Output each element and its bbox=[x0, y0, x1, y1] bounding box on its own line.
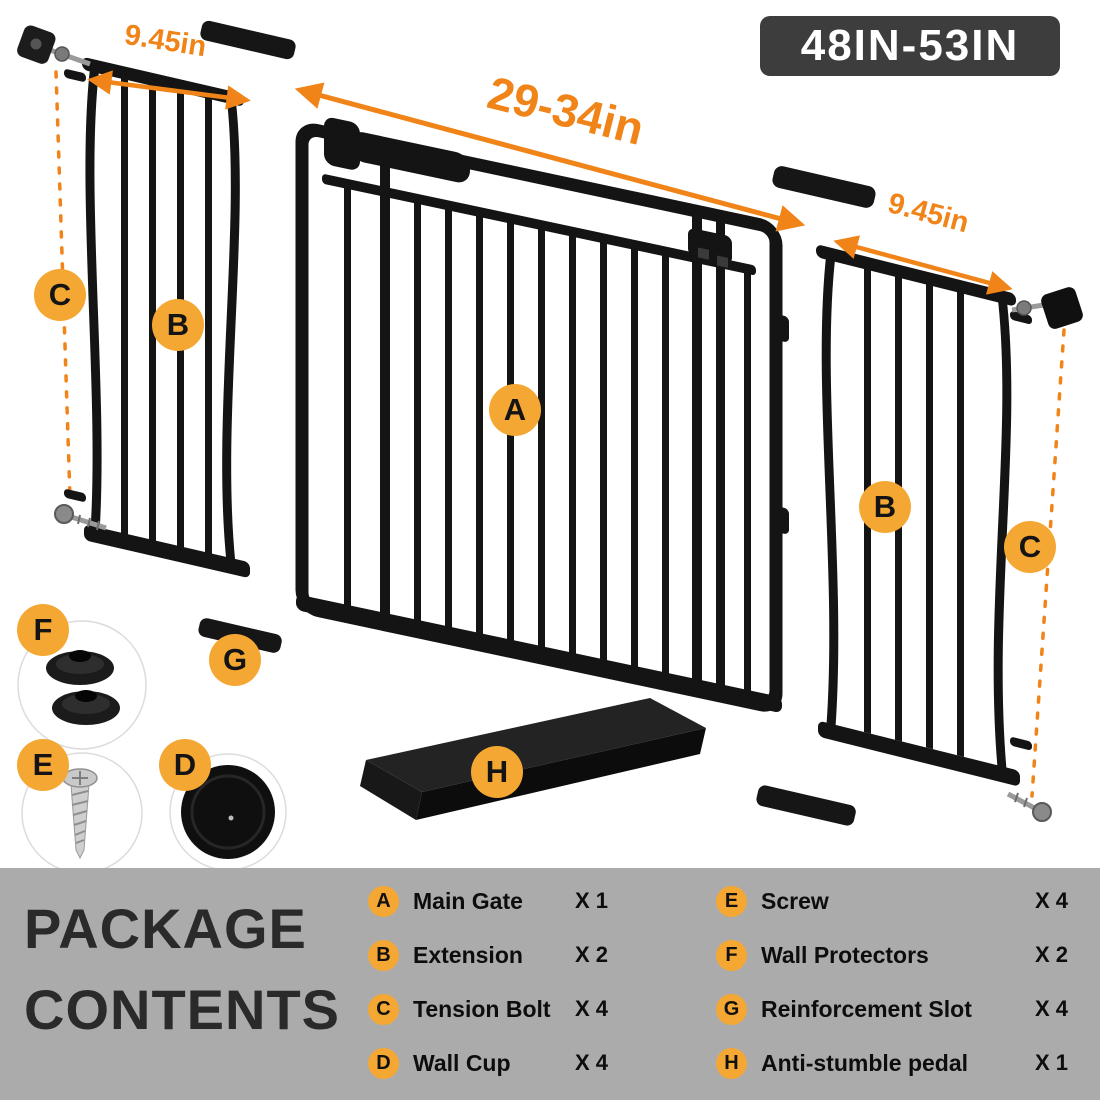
list-item: H Anti-stumble pedal X 1 bbox=[716, 1036, 1068, 1090]
item-name: Reinforcement Slot bbox=[761, 995, 972, 1022]
anti-stumble-pedal-illustration bbox=[360, 698, 706, 820]
reinforcement-slot-bar bbox=[772, 166, 876, 208]
gate-diagram: 9.45in 29-34in 9.45in bbox=[17, 19, 1083, 870]
item-quantity: X 4 bbox=[1034, 996, 1068, 1021]
item-name: Wall Cup bbox=[413, 1049, 511, 1076]
size-range-badge: 48IN-53IN bbox=[760, 16, 1060, 76]
item-quantity: X 2 bbox=[1034, 942, 1068, 967]
gate-latch-illustration bbox=[688, 228, 732, 268]
item-quantity: X 4 bbox=[574, 1050, 608, 1075]
item-name: Wall Protectors bbox=[761, 941, 929, 968]
dimension-left-text: 9.45in bbox=[122, 19, 208, 63]
part-label-tension-bolt-left: C bbox=[34, 269, 86, 321]
part-label-tension-bolt-right: C bbox=[1004, 521, 1056, 573]
part-label-main-gate: A bbox=[489, 384, 541, 436]
part-label-reinforcement-slot: G bbox=[209, 634, 261, 686]
part-label-wall-cup: D bbox=[159, 739, 211, 791]
list-item: D Wall Cup X 4 bbox=[368, 1036, 608, 1090]
part-label-extension-left: B bbox=[152, 299, 204, 351]
item-letter-badge: E bbox=[716, 885, 747, 917]
list-item: G Reinforcement Slot X 4 bbox=[716, 982, 1068, 1036]
item-name: Extension bbox=[413, 941, 523, 968]
list-item: A Main Gate X 1 bbox=[368, 874, 608, 928]
list-item: B Extension X 2 bbox=[368, 928, 608, 982]
part-label-wall-protectors: F bbox=[17, 604, 69, 656]
package-contents-title: PACKAGE CONTENTS bbox=[24, 888, 340, 1050]
list-item: E Screw X 4 bbox=[716, 874, 1068, 928]
package-items-column-2: E Screw X 4 F Wall Protectors X 2 G Rein… bbox=[716, 874, 1068, 1090]
package-title-line1: PACKAGE bbox=[24, 897, 307, 960]
part-label-pedal: H bbox=[471, 746, 523, 798]
item-name: Screw bbox=[761, 887, 829, 914]
reinforcement-slot-bar bbox=[756, 785, 856, 826]
list-item: C Tension Bolt X 4 bbox=[368, 982, 608, 1036]
part-label-extension-right: B bbox=[859, 481, 911, 533]
item-letter-badge: H bbox=[716, 1047, 747, 1079]
list-item: F Wall Protectors X 2 bbox=[716, 928, 1068, 982]
item-quantity: X 2 bbox=[574, 942, 608, 967]
tension-bolt-top-right bbox=[1011, 287, 1083, 329]
reinforcement-slot-bar bbox=[200, 20, 296, 60]
package-items-column-1: A Main Gate X 1 B Extension X 2 C Tensio… bbox=[368, 874, 608, 1090]
item-quantity: X 1 bbox=[1034, 1050, 1068, 1075]
item-letter-badge: C bbox=[368, 993, 399, 1025]
dashed-guide-right bbox=[1030, 328, 1066, 798]
item-quantity: X 1 bbox=[574, 888, 608, 913]
item-letter-badge: G bbox=[716, 993, 747, 1025]
right-extension-illustration bbox=[816, 245, 1032, 786]
tension-bolt-bottom-right bbox=[1006, 791, 1052, 822]
dimension-main-text: 29-34in bbox=[483, 66, 649, 155]
dimension-right-text: 9.45in bbox=[884, 187, 972, 239]
item-letter-badge: A bbox=[368, 885, 399, 917]
package-contents-panel: PACKAGE CONTENTS A Main Gate X 1 B Exten… bbox=[0, 868, 1100, 1100]
item-name: Anti-stumble pedal bbox=[761, 1049, 969, 1076]
package-title-line2: CONTENTS bbox=[24, 978, 340, 1042]
item-letter-badge: F bbox=[716, 939, 747, 971]
item-quantity: X 4 bbox=[1034, 888, 1068, 913]
item-name: Main Gate bbox=[413, 887, 523, 914]
item-name: Tension Bolt bbox=[413, 995, 551, 1022]
item-letter-badge: D bbox=[368, 1047, 399, 1079]
tension-bolt-top-left bbox=[17, 25, 91, 67]
item-letter-badge: B bbox=[368, 939, 399, 971]
part-label-screw: E bbox=[17, 739, 69, 791]
tension-bolt-bottom-left bbox=[54, 504, 107, 531]
item-quantity: X 4 bbox=[574, 996, 608, 1021]
